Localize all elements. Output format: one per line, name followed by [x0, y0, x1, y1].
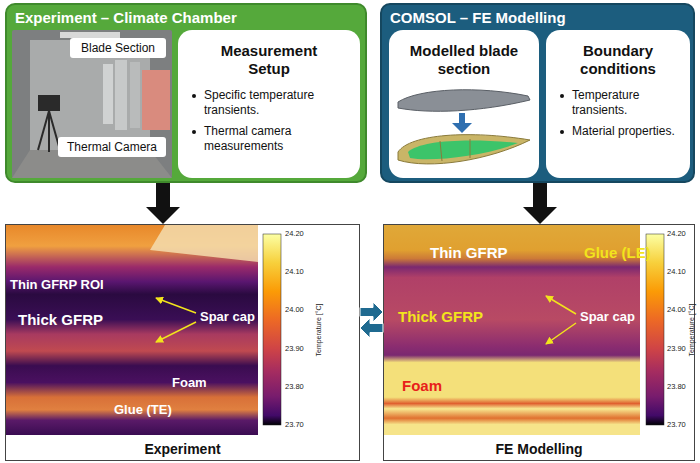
panel: Experiment – Climate ChamberBlade Sectio…	[5, 3, 367, 183]
bullet-item: Thermal camera measurements	[188, 124, 352, 154]
region-label: Foam	[172, 375, 207, 390]
panel-title: COMSOL – FE Modelling	[390, 9, 566, 26]
tick-label: 24.10	[667, 267, 686, 276]
tag-text: Blade Section	[81, 41, 155, 55]
comparison-arrow	[360, 318, 383, 338]
box-heading: Boundary conditions	[557, 42, 679, 78]
photo-tag: Blade Section	[70, 38, 166, 58]
tick-label: 23.70	[667, 420, 686, 429]
tick-label: 24.10	[285, 267, 304, 276]
tick-label: 24.00	[667, 305, 686, 314]
panel-caption: Experiment	[6, 441, 359, 457]
tick-label: 23.80	[285, 382, 304, 391]
region-label: Spar cap	[200, 309, 255, 324]
bullet-item: Temperature transients.	[556, 88, 682, 118]
region-label: Thick GFRP	[18, 311, 103, 328]
comparison-arrow	[360, 302, 383, 322]
flow-arrow	[523, 183, 557, 224]
panel-title: Experiment – Climate Chamber	[15, 9, 237, 26]
box-heading: Measurement Setup	[208, 42, 330, 78]
leader-arrow	[546, 323, 576, 344]
region-label: Glue (TE)	[114, 402, 172, 417]
tick-label: 24.20	[285, 229, 304, 238]
region-label: Foam	[402, 377, 442, 394]
tag-text: Thermal Camera	[67, 140, 157, 154]
bullet-item: Material properties.	[556, 124, 682, 139]
thermal-image	[6, 225, 258, 435]
axis-title: Temperature [°C]	[315, 304, 322, 357]
leader-arrow	[156, 298, 196, 313]
region-label: Thin GFRP	[430, 244, 508, 261]
region-label: Thick GFRP	[398, 308, 483, 325]
leader-arrow	[546, 296, 576, 314]
panel-caption: FE Modelling	[384, 441, 694, 457]
tick-label: 23.90	[285, 344, 304, 353]
tick-label: 23.90	[667, 344, 686, 353]
color-bar	[646, 234, 664, 425]
photo-tag: Thermal Camera	[58, 137, 166, 157]
tick-label: 23.70	[285, 420, 304, 429]
info-box: Boundary conditionsTemperature transient…	[546, 30, 690, 178]
axis-title: Temperature [°C]	[688, 304, 695, 357]
leader-arrow	[156, 322, 196, 342]
region-label: Spar cap	[580, 309, 635, 324]
image-panel: Experiment	[5, 224, 360, 461]
tick-label: 24.20	[667, 229, 686, 238]
region-label: Thin GFRP ROI	[10, 277, 104, 292]
tick-label: 23.80	[667, 382, 686, 391]
tick-label: 24.00	[285, 305, 304, 314]
bullet-item: Specific temperature transients.	[188, 88, 352, 118]
flow-arrow	[146, 183, 180, 224]
info-box: Measurement SetupSpecific temperature tr…	[178, 30, 360, 178]
color-bar	[263, 234, 281, 425]
panel: COMSOL – FE ModellingModelled blade sect…	[380, 3, 695, 183]
box-heading: Modelled blade section	[403, 42, 525, 78]
region-label: Glue (LE)	[584, 244, 651, 261]
info-box: Modelled blade section	[389, 30, 539, 178]
background-area	[150, 225, 258, 262]
